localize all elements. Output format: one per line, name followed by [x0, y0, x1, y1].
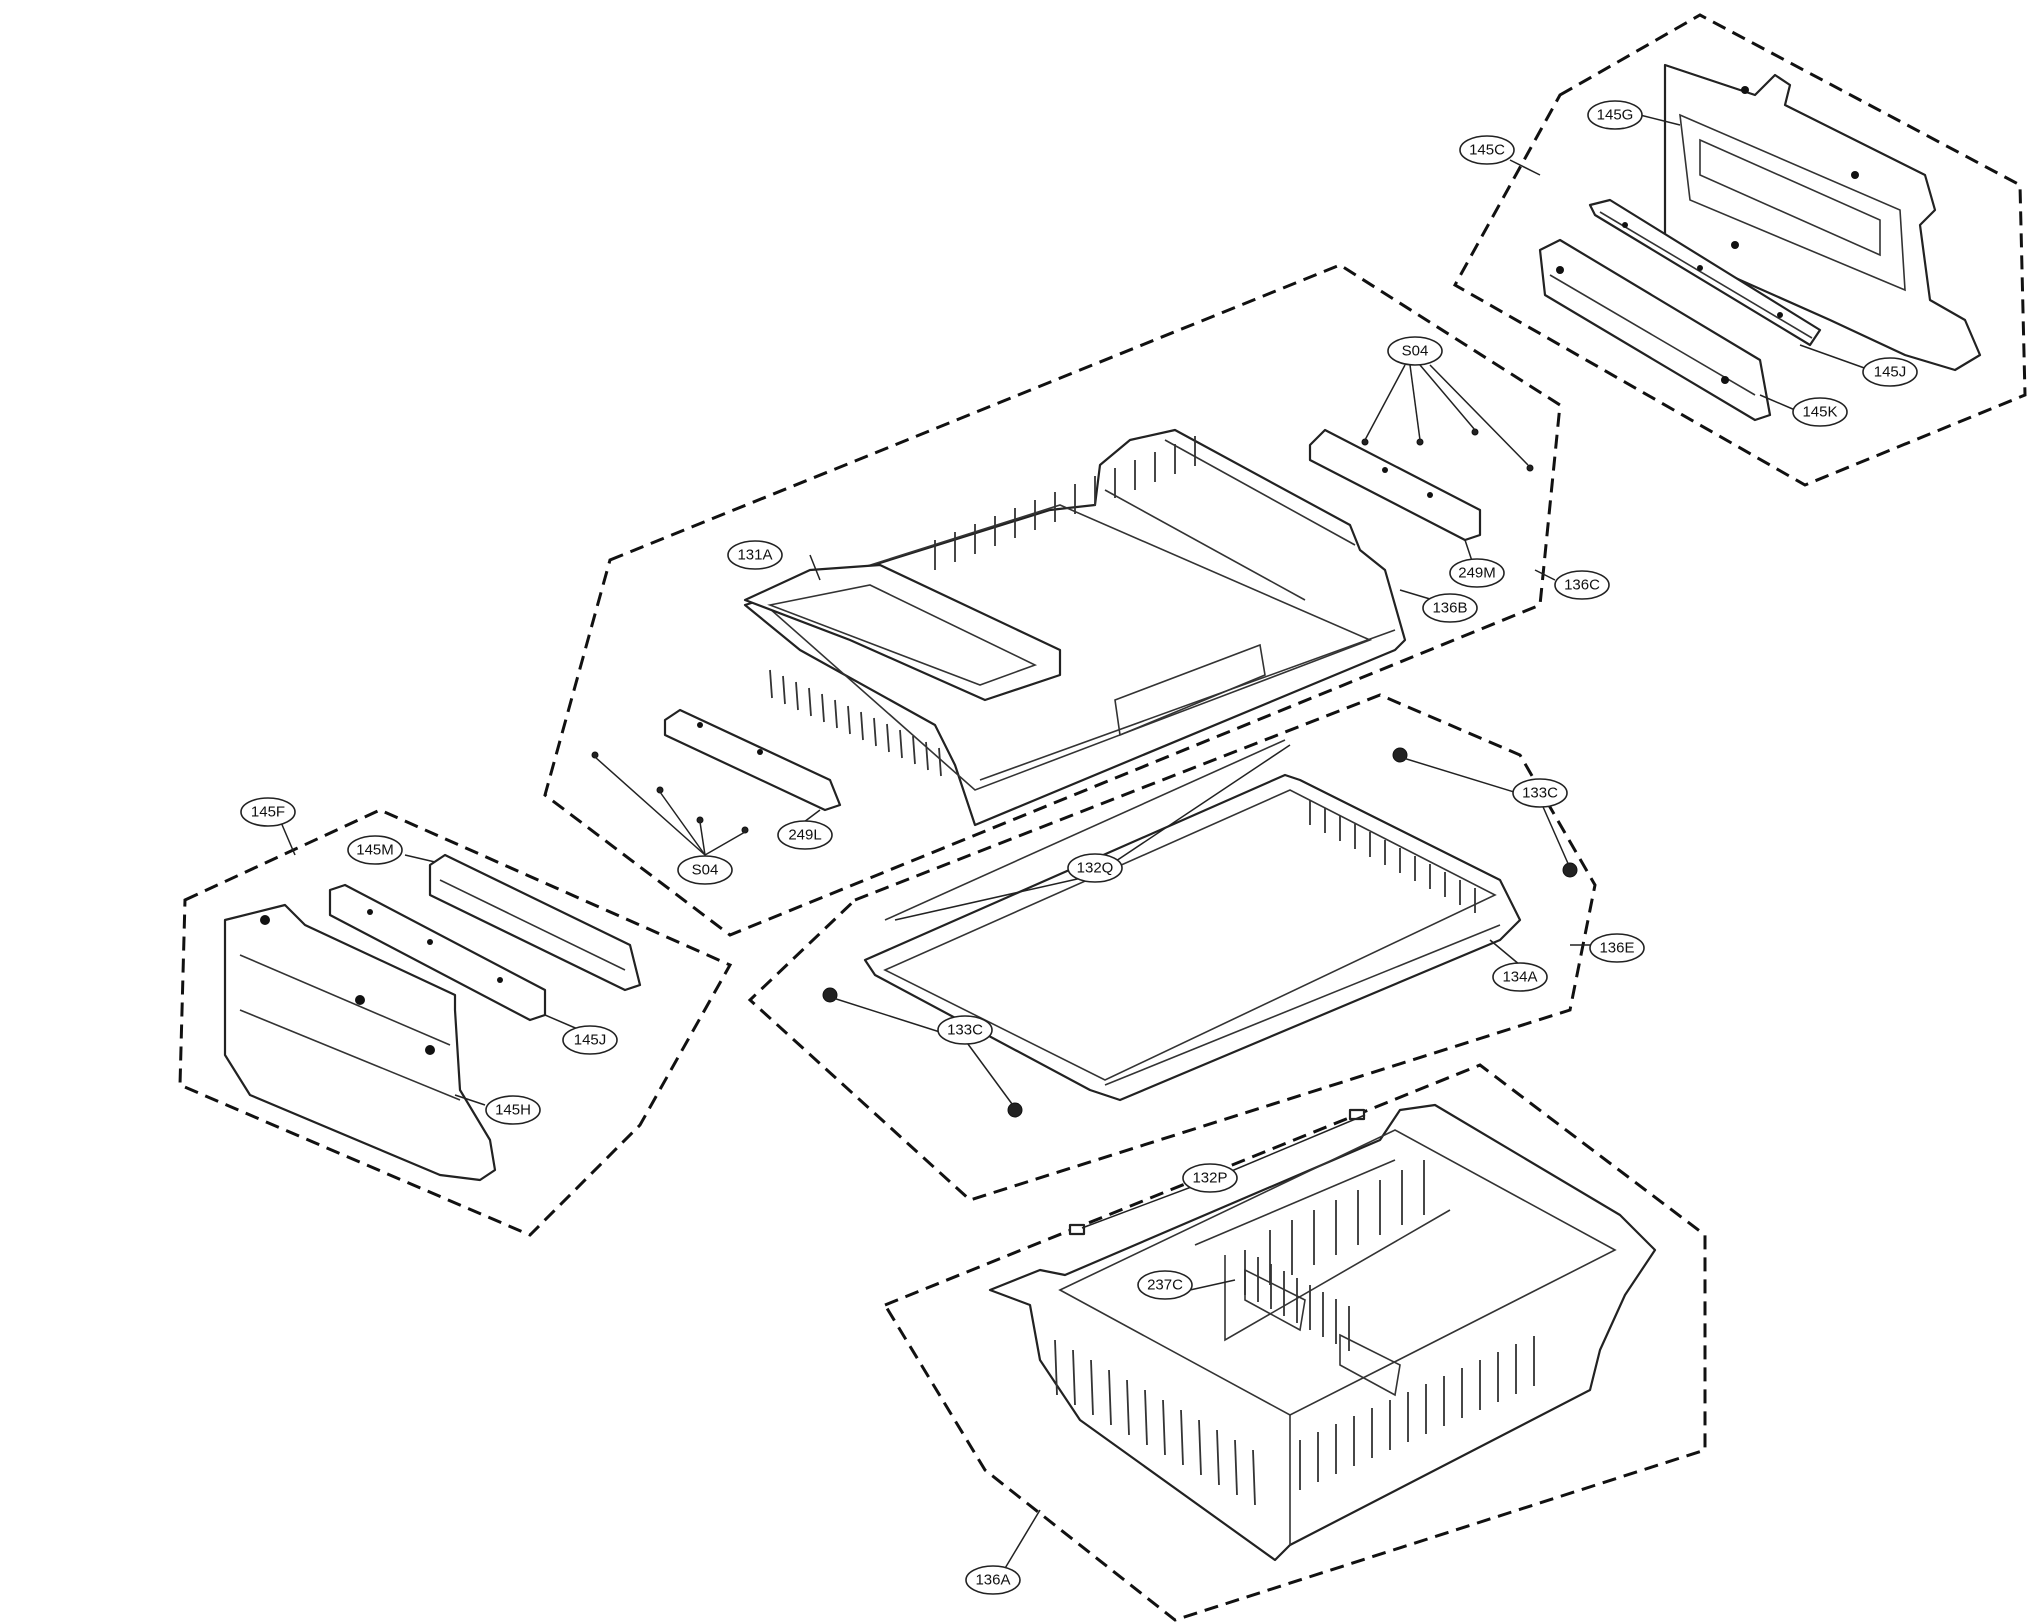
leader-lines: [279, 114, 1871, 1586]
svg-text:237C: 237C: [1147, 1277, 1183, 1294]
svg-text:132P: 132P: [1192, 1170, 1227, 1187]
slot: [821, 693, 825, 723]
group-outline-145F: [178, 808, 733, 1237]
svg-text:145C: 145C: [1469, 142, 1505, 159]
slot: [1162, 1399, 1166, 1456]
slot: [769, 669, 773, 699]
svg-text:145F: 145F: [251, 804, 285, 821]
part-134A-tray: [863, 773, 1522, 1102]
callout-145F: 145F: [240, 797, 296, 827]
svg-text:136A: 136A: [975, 1572, 1010, 1589]
slot: [782, 675, 786, 705]
svg-text:145K: 145K: [1802, 404, 1837, 421]
callout-136B: 136B: [1422, 593, 1478, 623]
group-outline-136C: [543, 263, 1562, 937]
group-outline-136E: [747, 693, 1597, 1202]
callout-S04-top: S04: [1387, 336, 1443, 366]
callout-136C: 136C: [1554, 570, 1610, 600]
slot: [1180, 1409, 1184, 1466]
svg-text:145H: 145H: [495, 1102, 531, 1119]
callout-145K: 145K: [1792, 397, 1848, 427]
part-145J-rail-top: [1588, 198, 1822, 347]
callout-133C-left: 133C: [937, 1015, 993, 1045]
slot: [886, 723, 890, 753]
callout-249M: 249M: [1449, 558, 1505, 588]
part-145K-guide: [1538, 238, 1772, 422]
svg-text:136C: 136C: [1564, 577, 1600, 594]
callout-145J-top: 145J: [1862, 357, 1918, 387]
svg-text:133C: 133C: [947, 1022, 983, 1039]
slot: [1198, 1419, 1202, 1476]
svg-text:S04: S04: [1402, 343, 1429, 360]
callout-133C-right: 133C: [1512, 778, 1568, 808]
part-145G-bracket: [1663, 63, 1982, 372]
part-145H-bracket: [223, 903, 497, 1182]
part-132Q-wire: [884, 739, 1286, 921]
svg-text:133C: 133C: [1522, 785, 1558, 802]
slot: [808, 687, 812, 717]
callout-145J-left: 145J: [562, 1025, 618, 1055]
slot: [912, 735, 916, 765]
callout-134A: 134A: [1492, 962, 1548, 992]
svg-text:136E: 136E: [1599, 940, 1634, 957]
callout-132P: 132P: [1182, 1163, 1238, 1193]
svg-text:131A: 131A: [737, 547, 772, 564]
slot: [938, 747, 942, 777]
callout-145H: 145H: [485, 1095, 541, 1125]
slot: [1144, 1389, 1148, 1446]
svg-text:132Q: 132Q: [1077, 860, 1114, 877]
callout-145C: 145C: [1459, 135, 1515, 165]
slot: [834, 699, 838, 729]
callout-131A: 131A: [727, 540, 783, 570]
slot: [873, 717, 877, 747]
svg-text:136B: 136B: [1432, 600, 1467, 617]
part-249L-rail: [663, 708, 842, 812]
part-131A-bin: [743, 563, 1062, 702]
slot: [847, 705, 851, 735]
svg-text:145M: 145M: [356, 842, 394, 859]
callout-145M: 145M: [347, 835, 403, 865]
slot: [795, 681, 799, 711]
svg-text:145J: 145J: [1874, 364, 1907, 381]
svg-text:145G: 145G: [1597, 107, 1634, 124]
slot: [1108, 1369, 1112, 1426]
callout-136E: 136E: [1589, 933, 1645, 963]
basket-slots: [769, 436, 1535, 1506]
callout-237C: 237C: [1137, 1270, 1193, 1300]
part-136B-drawer: [743, 428, 1407, 827]
group-outline-136A: [882, 1063, 1707, 1622]
svg-text:249L: 249L: [788, 827, 821, 844]
svg-text:145J: 145J: [574, 1032, 607, 1049]
part-145M-guide: [428, 853, 642, 992]
slot: [1090, 1359, 1094, 1416]
part-237C-divider: [1194, 1159, 1396, 1246]
svg-text:134A: 134A: [1502, 969, 1537, 986]
slot: [925, 741, 929, 771]
screws-S04-bottom: [591, 751, 749, 834]
callout-145G: 145G: [1587, 100, 1643, 130]
slot: [1252, 1449, 1256, 1506]
slot: [899, 729, 903, 759]
slot: [1234, 1439, 1238, 1496]
slot: [1054, 1339, 1058, 1396]
slot: [860, 711, 864, 741]
slot: [1216, 1429, 1220, 1486]
slot: [1126, 1379, 1130, 1436]
svg-text:S04: S04: [692, 862, 719, 879]
callout-249L: 249L: [777, 820, 833, 850]
slot: [1072, 1349, 1076, 1406]
callout-136A: 136A: [965, 1565, 1021, 1595]
part-249M-rail: [1308, 428, 1482, 542]
svg-text:249M: 249M: [1458, 565, 1496, 582]
group-outline-145C: [1452, 13, 2027, 487]
callout-132Q: 132Q: [1067, 853, 1123, 883]
callout-S04-bottom: S04: [677, 855, 733, 885]
